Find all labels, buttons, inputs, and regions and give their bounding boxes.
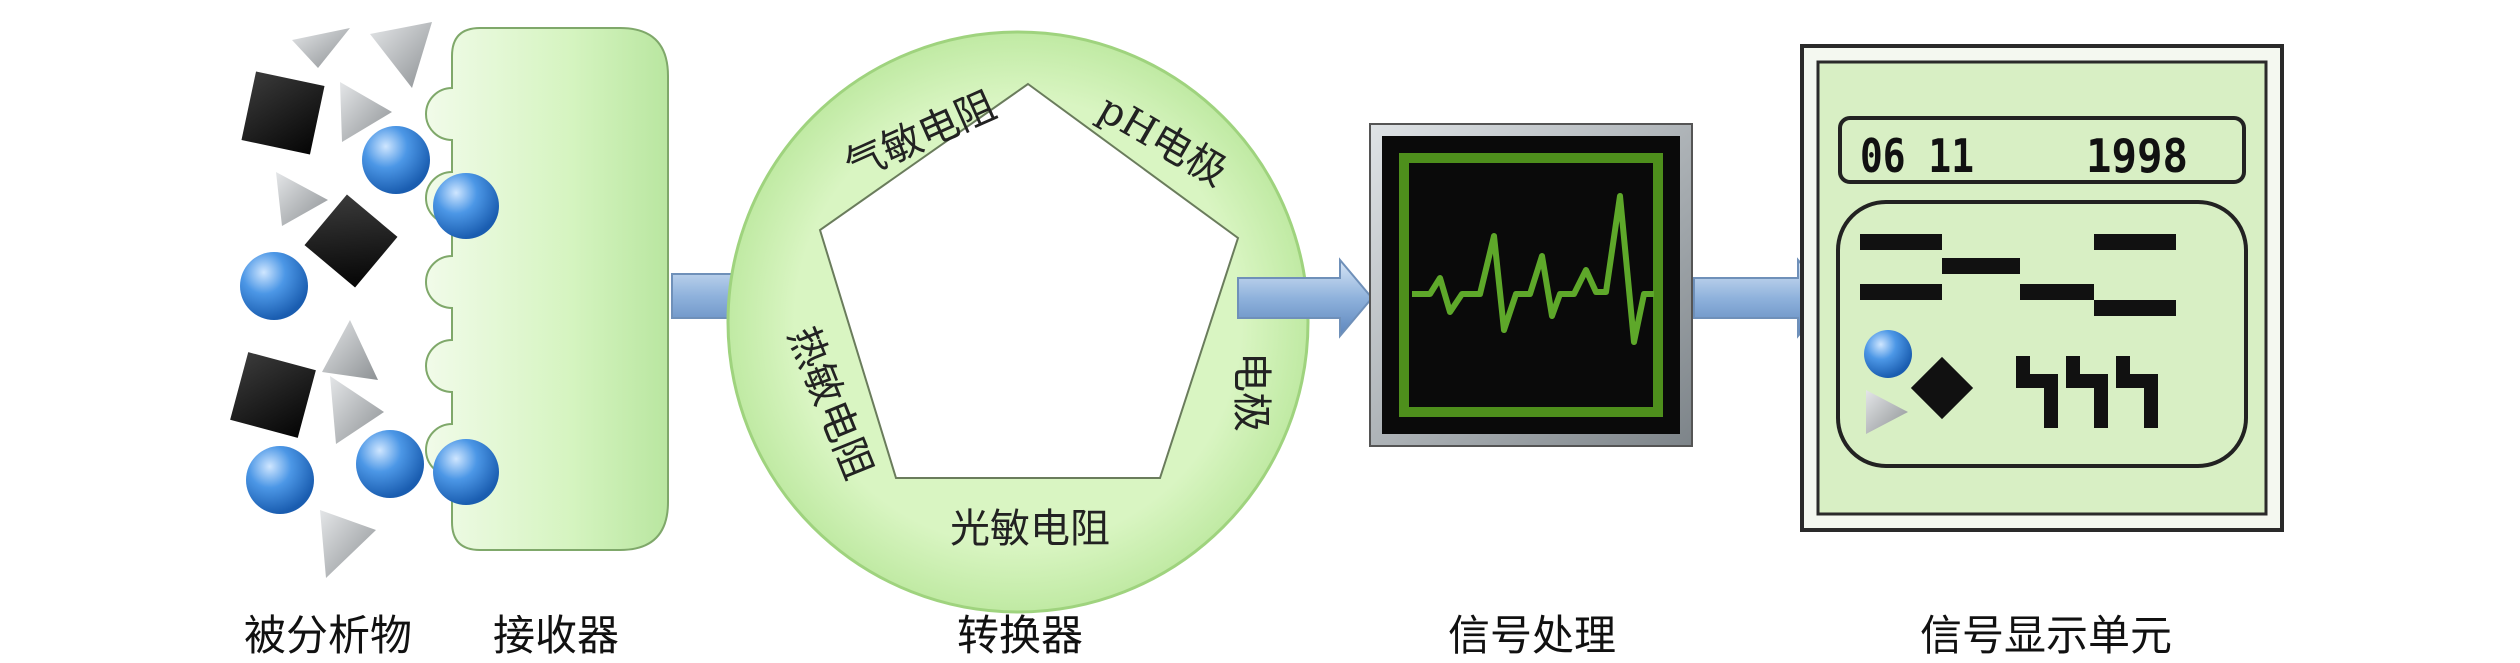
step-bar (2094, 234, 2176, 250)
sphere-icon (1864, 330, 1912, 378)
transducer-ring: 气敏电阻 pH电极 电极 光敏电阻 热敏电阻 (726, 30, 1310, 614)
step-bar (2094, 300, 2176, 316)
signal-monitor (1369, 123, 1693, 447)
sphere-particle (246, 446, 314, 514)
sphere-particle (362, 126, 430, 194)
triangle-particle (322, 320, 378, 380)
stage-labels: 被分析物 接收器 转换器 信号处理 信号显示单元 (244, 611, 2172, 660)
sphere-particle (240, 252, 308, 320)
bar-glyphs (2016, 356, 2158, 428)
label-display-unit: 信号显示单元 (1920, 611, 2172, 660)
display-unit: 06 11 1998 (1800, 44, 2284, 532)
triangle-particle (340, 82, 392, 142)
sphere-particle (356, 430, 424, 498)
triangle-particle (292, 28, 350, 68)
receptor (425, 27, 669, 551)
triangle-particle (370, 22, 432, 88)
pentagon-window (818, 82, 1240, 479)
flow-arrow (1237, 257, 1374, 339)
bound-sphere (433, 439, 499, 505)
date-panel (1838, 116, 2246, 184)
label-transducer: 转换器 (957, 611, 1083, 660)
ring-label-light-resistor: 光敏电阻 (950, 506, 1110, 552)
monitor-green-border (1399, 153, 1663, 417)
label-analyte: 被分析物 (244, 611, 412, 660)
step-bar (1942, 258, 2020, 274)
step-bar (1860, 284, 1942, 300)
waveform (1412, 193, 1654, 345)
analyte-particles (230, 22, 432, 578)
square-particle (230, 352, 316, 438)
date-right: 1998 (2086, 129, 2188, 183)
triangle-particle (276, 172, 328, 226)
square-particle (304, 194, 398, 288)
label-signal-processing: 信号处理 (1448, 611, 1616, 660)
label-receptor: 接收器 (493, 611, 619, 660)
triangle-particle (320, 510, 376, 578)
triangle-particle (330, 376, 384, 444)
bound-sphere (433, 173, 499, 239)
receptor-body (425, 27, 669, 551)
triangle-icon (1866, 390, 1908, 434)
date-left: 06 11 (1860, 129, 1974, 183)
ring-label-electrode: 电极 (1228, 352, 1274, 432)
step-bar (2020, 284, 2094, 300)
square-particle (241, 71, 325, 155)
step-bar (1860, 234, 1942, 250)
